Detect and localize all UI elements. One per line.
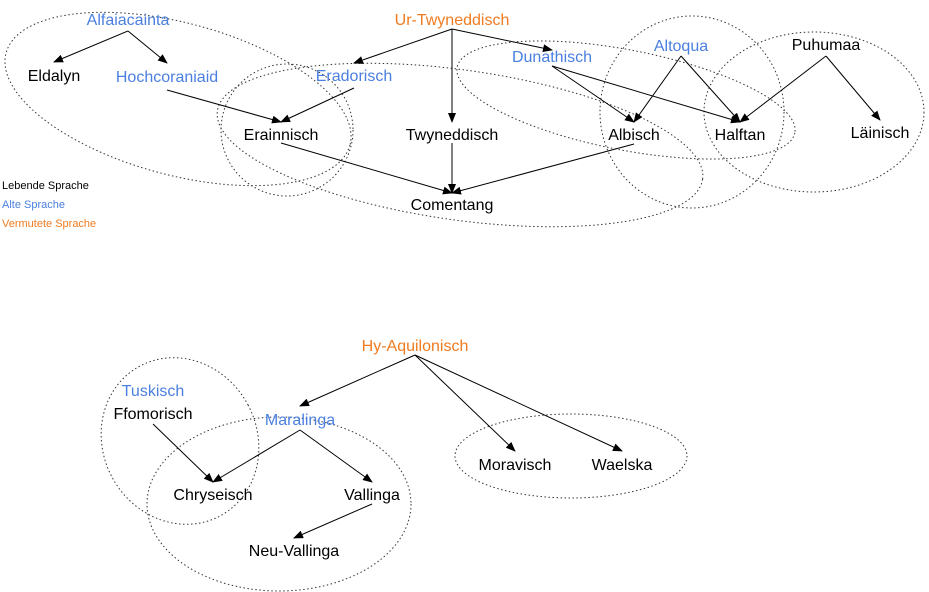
group-ellipse [146, 416, 412, 592]
edge-ur-twyneddisch-to-dunathisch [451, 28, 553, 53]
edge-dunathisch-to-halftan [551, 65, 741, 124]
node-maralinga: Maralinga [265, 412, 335, 429]
node-dunathisch: Dunathisch [512, 49, 592, 66]
node-lainisch: Läinisch [851, 125, 910, 142]
node-halftan: Halftan [715, 127, 766, 144]
node-vallinga: Vallinga [344, 487, 400, 504]
edge-altoqua-to-halftan [680, 55, 741, 123]
edge-hochcoraniaid-to-erainnisch [166, 89, 282, 124]
node-alfaiacainta: Alfaiacainta [87, 12, 170, 29]
edge-puhumaa-to-halftan [739, 55, 827, 123]
group-ellipse [220, 63, 354, 197]
node-erainnisch: Erainnisch [244, 127, 319, 144]
group-ellipse [599, 15, 785, 209]
node-waelska: Waelska [592, 457, 653, 474]
group-ellipse [703, 31, 925, 193]
edge-maralinga-to-chryseisch [212, 429, 301, 483]
edge-hy-aquilonisch-to-moravisch [414, 354, 516, 452]
edge-altoqua-to-albisch [633, 55, 682, 123]
edge-ur-twyneddisch-to-eradorisch [353, 28, 453, 64]
node-ffomorisch: Ffomorisch [113, 406, 192, 423]
node-ur-twyneddisch: Ur-Twyneddisch [395, 12, 510, 29]
edge-erainnisch-to-comentang [280, 142, 453, 195]
node-tuskisch: Tuskisch [122, 383, 185, 400]
node-puhumaa: Puhumaa [792, 37, 861, 54]
group-ellipse [216, 62, 704, 228]
edge-albisch-to-comentang [451, 143, 635, 195]
edge-hy-aquilonisch-to-maralinga [299, 354, 416, 407]
node-comentang: Comentang [411, 197, 494, 214]
legend-living: Lebende Sprache [2, 180, 89, 192]
node-twyneddisch: Twyneddisch [406, 127, 499, 144]
edge-ffomorisch-to-chryseisch [152, 423, 214, 483]
node-neu-vallinga: Neu-Vallinga [249, 543, 340, 560]
legend-old: Alte Sprache [2, 199, 65, 211]
group-ellipse [456, 40, 796, 160]
node-hochcoraniaid: Hochcoraniaid [116, 69, 218, 86]
group-ellipse [100, 357, 260, 525]
edge-puhumaa-to-lainisch [825, 55, 881, 121]
edge-vallinga-to-neu-vallinga [293, 503, 373, 539]
edge-hy-aquilonisch-to-waelska [414, 354, 623, 452]
node-eldalyn: Eldalyn [28, 68, 80, 85]
edge-dunathisch-to-albisch [551, 65, 635, 123]
node-chryseisch: Chryseisch [173, 487, 252, 504]
node-eradorisch: Eradorisch [316, 68, 392, 85]
legend-presumed: Vermutete Sprache [2, 218, 96, 230]
legend: Lebende Sprache Alte Sprache Vermutete S… [2, 180, 96, 230]
node-altoqua: Altoqua [654, 38, 708, 55]
edge-eradorisch-to-erainnisch [280, 87, 355, 123]
node-albisch: Albisch [608, 127, 660, 144]
edge-alfaiacainta-to-eldalyn [53, 30, 129, 63]
edge-maralinga-to-vallinga [299, 429, 373, 483]
node-hy-aquilonisch: Hy-Aquilonisch [362, 338, 469, 355]
edges [53, 28, 881, 539]
node-moravisch: Moravisch [479, 457, 552, 474]
group-ellipse [4, 11, 352, 187]
edge-alfaiacainta-to-hochcoraniaid [127, 30, 168, 64]
group-ellipse [454, 413, 688, 499]
